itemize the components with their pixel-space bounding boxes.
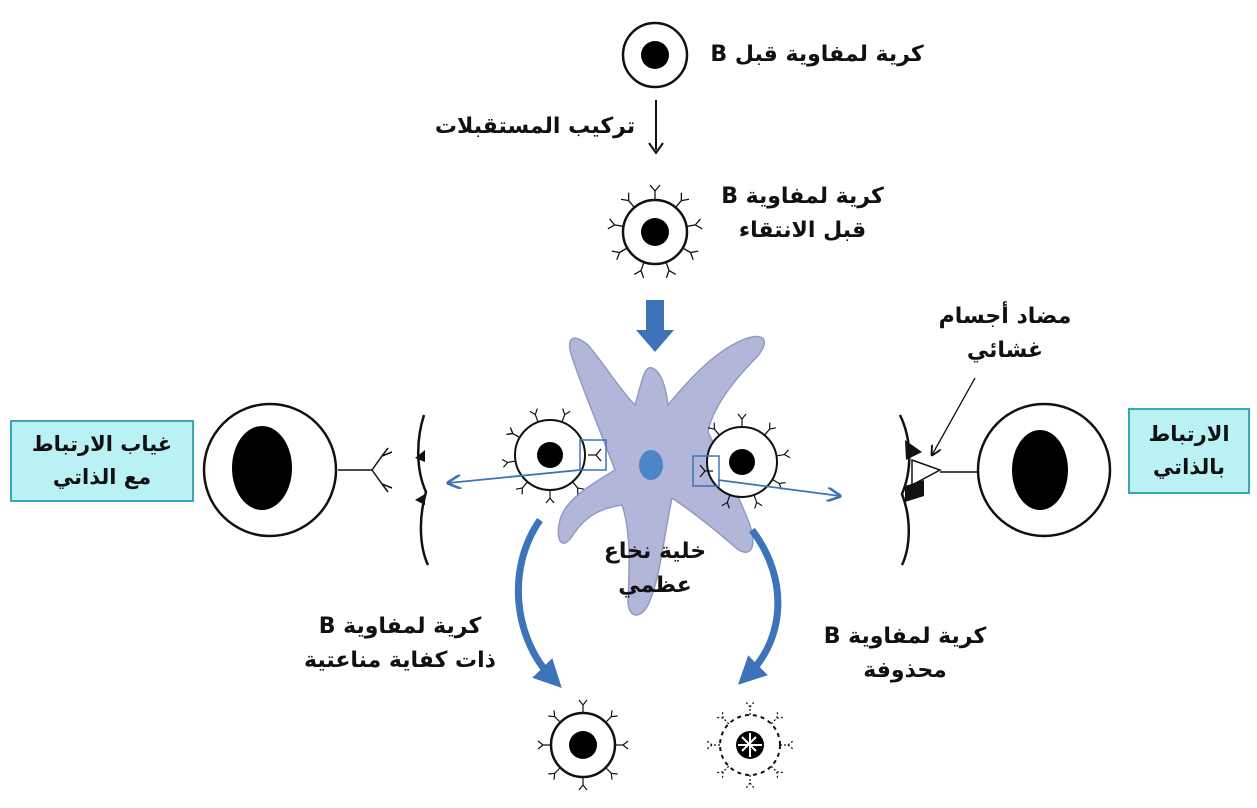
label-line: كرية لمفاوية B [800,620,1010,654]
label-line: كرية لمفاوية B [705,180,900,214]
competent-b-label: كرية لمفاوية B ذات كفاية مناعتية [280,610,520,678]
label-line: مضاد أجسام [905,300,1105,334]
label-line: محذوفة [800,654,1010,688]
pre-b-lymphocyte [623,23,687,87]
receptor-assembly-arrow [649,100,663,153]
label-line: كرية لمفاوية B [280,610,520,644]
label-line: تركيب المستقبلات [430,110,640,144]
blue-down-arrow [636,300,674,352]
box-line: بالذاتي [1153,451,1225,484]
label-line: ذات كفاية مناعتية [280,644,520,678]
pre-selection-b-lymphocyte [608,185,702,278]
label-line: قبل الانتقاء [705,214,900,248]
box-line: الارتباط [1148,418,1229,451]
left-curved-arrow [518,520,552,678]
label-line: عظمي [580,569,730,603]
box-line: مع الذاتي [53,461,151,494]
label-line: كرية لمفاوية قبل B [692,38,942,72]
self-binding-box: الارتباط بالذاتي [1128,408,1250,494]
membrane-antibody-label: مضاد أجسام غشائي [905,300,1105,368]
pre-selection-b-label: كرية لمفاوية B قبل الانتقاء [705,180,900,248]
box-line: غياب الارتباط [32,428,172,461]
membrane-antibody-pointer [932,378,975,455]
deleted-b-label: كرية لمفاوية B محذوفة [800,620,1010,688]
immunocompetent-b-lymphocyte [538,700,628,790]
label-line: خلية نخاع [580,535,730,569]
no-self-binding-illustration [204,404,428,565]
deleted-b-lymphocyte [707,702,793,788]
self-binding-illustration [900,378,1110,565]
bone-marrow-cell-label: خلية نخاع عظمي [580,535,730,603]
receptor-assembly-label: تركيب المستقبلات [430,110,640,144]
stromal-nucleus [639,450,663,480]
no-self-binding-box: غياب الارتباط مع الذاتي [10,420,194,502]
label-line: غشائي [905,334,1105,368]
right-curved-arrow [748,530,778,675]
pre-b-lymphocyte-label: كرية لمفاوية قبل B [692,38,942,72]
